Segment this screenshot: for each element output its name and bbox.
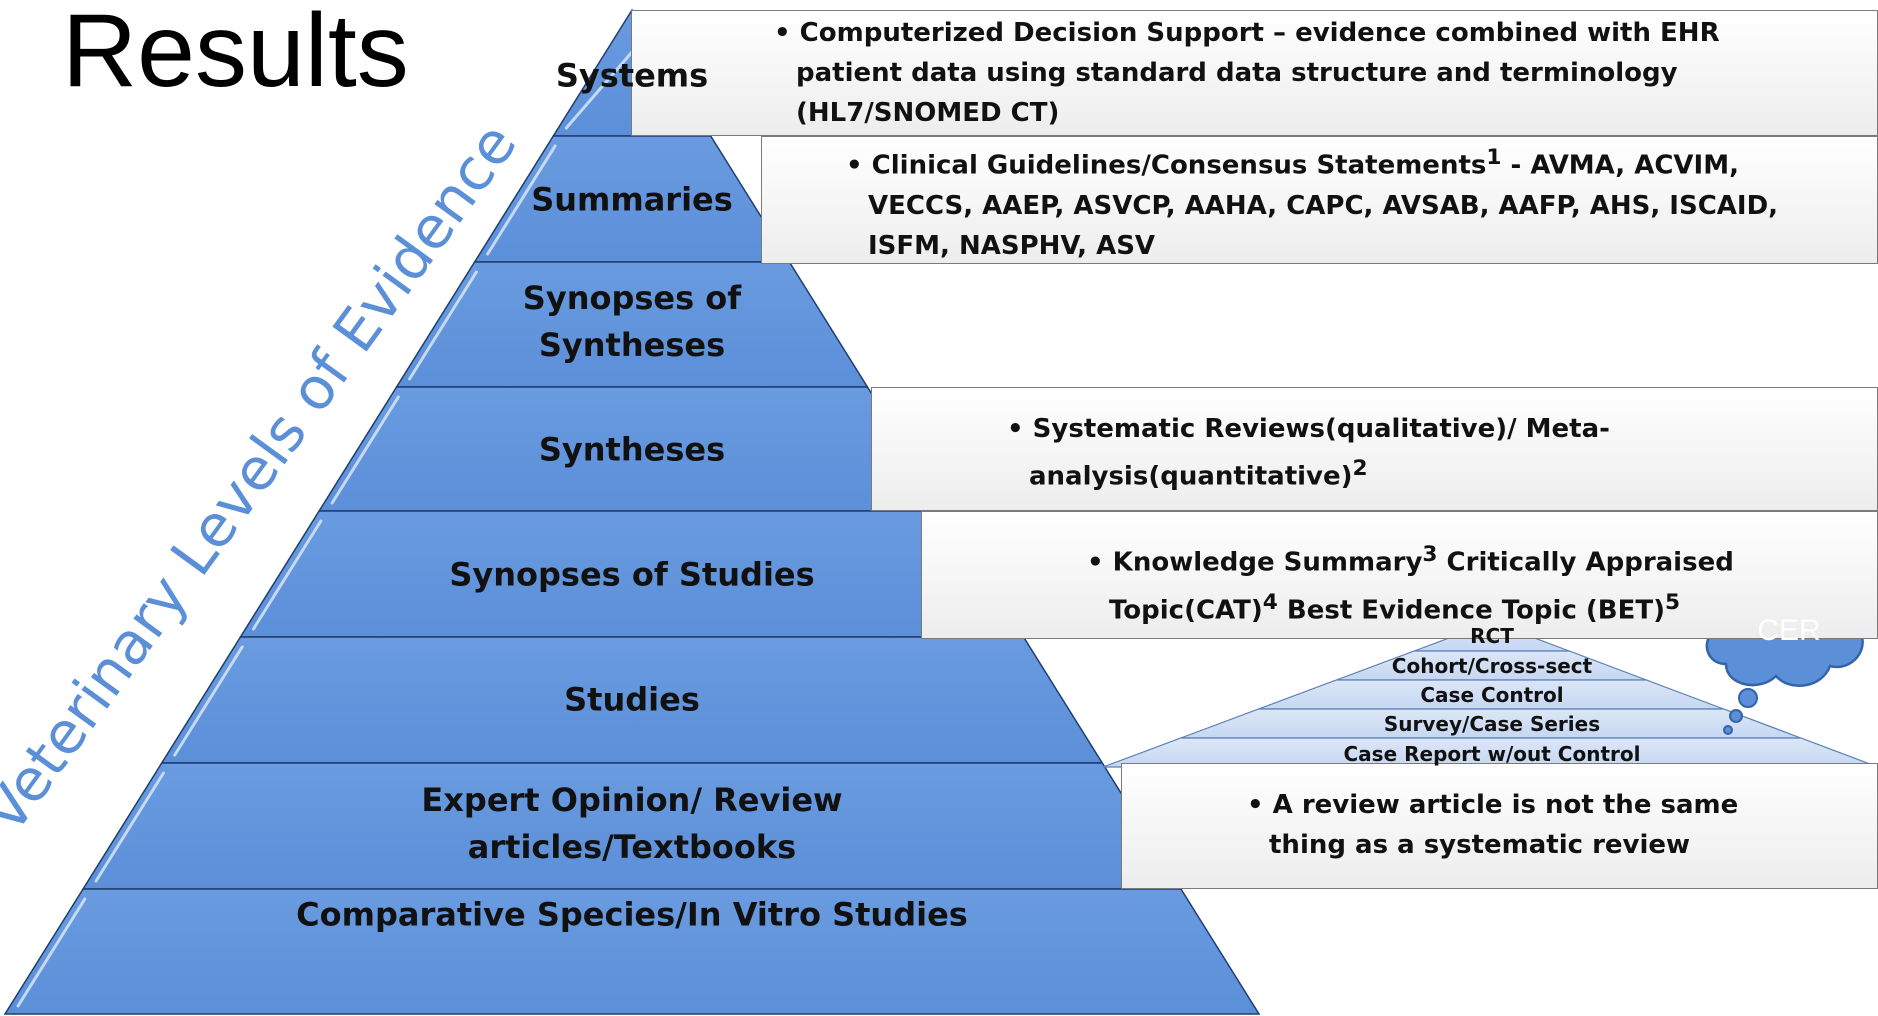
note-synopses-of-studies: • Knowledge Summary3 Critically Appraise… <box>1087 542 1734 626</box>
cer-callout-label: CER <box>1757 614 1821 647</box>
level-studies: Studies <box>564 680 700 719</box>
note-box-syntheses <box>871 387 1878 511</box>
study-pyramid-band <box>1102 737 1878 768</box>
note-box-summaries <box>761 136 1878 264</box>
note-expert-opinion: • A review article is not the same thing… <box>1247 790 1739 860</box>
study-level-cohort: Cohort/Cross-sect <box>1391 654 1593 678</box>
level-synopses-of-syntheses: Synopses of Syntheses <box>522 279 742 364</box>
level-summaries: Summaries <box>531 180 733 219</box>
pyramid-band-highlight <box>486 144 557 256</box>
cer-cloud-bubble <box>1723 725 1733 735</box>
note-box-systems <box>631 10 1878 136</box>
note-box-synopses-of-studies <box>921 511 1878 639</box>
pyramid-band-highlight <box>564 48 636 130</box>
pyramid-band-highlight <box>408 270 478 381</box>
study-level-case-control: Case Control <box>1420 683 1564 707</box>
level-synopses-of-studies: Synopses of Studies <box>449 555 815 594</box>
pyramid-band-highlight <box>16 897 87 1008</box>
level-systems: Systems <box>555 56 709 95</box>
pyramid-band-highlight <box>94 771 166 883</box>
pyramid-band-comparative-species <box>3 888 1261 1015</box>
note-systems: • Computerized Decision Support – eviden… <box>774 18 1720 128</box>
pyramid-band-highlight <box>251 519 323 631</box>
note-summaries: • Clinical Guidelines/Consensus Statemen… <box>846 145 1779 261</box>
study-level-case-report: Case Report w/out Control <box>1343 742 1641 766</box>
level-syntheses: Syntheses <box>538 430 726 469</box>
note-syntheses: • Systematic Reviews(qualitative)/ Meta-… <box>1007 414 1610 492</box>
study-level-survey: Survey/Case Series <box>1383 712 1601 736</box>
slide-title: Results <box>62 0 409 109</box>
level-comparative-species: Comparative Species/In Vitro Studies <box>296 895 968 934</box>
pyramid-band-highlight <box>173 645 244 757</box>
note-box-expert-opinion <box>1121 763 1878 889</box>
study-level-rct: RCT <box>1470 624 1514 648</box>
level-expert-opinion: Expert Opinion/ Review articles/Textbook… <box>421 781 843 866</box>
cer-cloud-bubble <box>1729 709 1743 723</box>
cer-cloud-bubble <box>1738 688 1758 708</box>
pyramid-band-highlight <box>330 395 400 505</box>
